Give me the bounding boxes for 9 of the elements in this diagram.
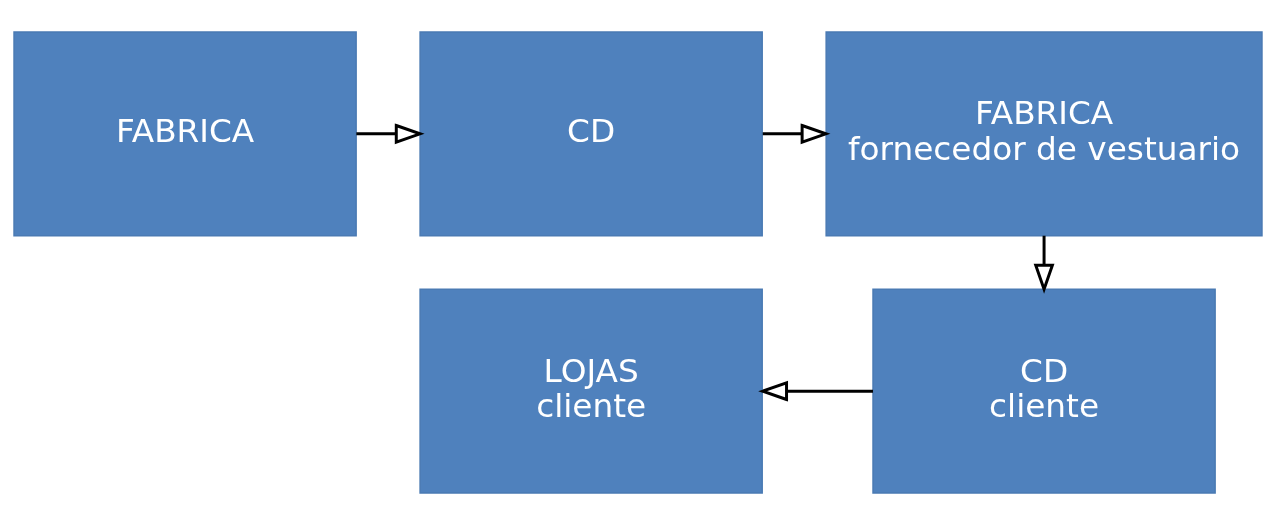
arrow: [758, 380, 873, 402]
node-box: CD: [419, 30, 763, 236]
node-box: LOJAS cliente: [419, 288, 763, 494]
node-box: FABRICA fornecedor de vestuario: [825, 30, 1263, 236]
node-box: FABRICA: [13, 30, 357, 236]
arrow: [356, 122, 425, 144]
node-box: CD cliente: [872, 288, 1216, 494]
arrow: [1033, 235, 1055, 294]
arrow: [762, 122, 831, 144]
